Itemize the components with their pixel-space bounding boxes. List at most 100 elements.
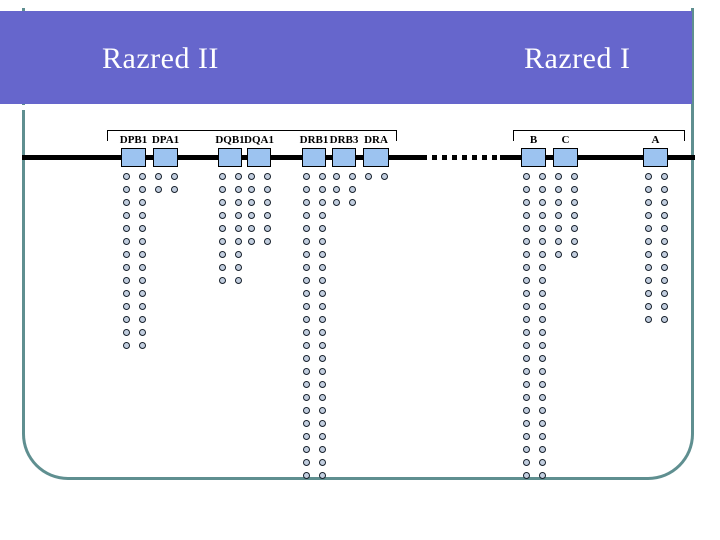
gene-box-a [643, 148, 668, 167]
allele-dot [570, 238, 578, 245]
allele-dot [660, 303, 668, 310]
allele-dot [264, 212, 271, 219]
allele-dot [319, 290, 326, 297]
allele-dot [522, 238, 530, 245]
allele-dot [122, 264, 130, 271]
allele-dot [522, 420, 530, 427]
allele-dot [522, 277, 530, 284]
allele-dot [570, 225, 578, 232]
allele-dot [319, 212, 326, 219]
allele-dot [570, 199, 578, 206]
allele-dot [219, 238, 226, 245]
allele-dot [235, 199, 242, 206]
allele-dot [319, 173, 326, 180]
allele-dot [235, 251, 242, 258]
allele-dot [538, 316, 546, 323]
allele-dot [538, 186, 546, 193]
allele-dot [138, 238, 146, 245]
allele-dot [522, 303, 530, 310]
allele-dot [264, 225, 271, 232]
allele-dot [522, 433, 530, 440]
allele-dot [303, 264, 310, 271]
allele-dot [538, 355, 546, 362]
allele-dot [319, 251, 326, 258]
allele-dot [660, 225, 668, 232]
allele-dot [333, 173, 340, 180]
allele-dot [554, 173, 562, 180]
allele-dot [538, 407, 546, 414]
allele-dot [319, 446, 326, 453]
allele-dot [319, 394, 326, 401]
allele-dot [522, 407, 530, 414]
allele-dot [538, 459, 546, 466]
allele-dot [349, 173, 356, 180]
allele-dot [319, 186, 326, 193]
allele-dot [381, 173, 388, 180]
allele-dot [303, 433, 310, 440]
allele-dot [219, 225, 226, 232]
allele-dot [538, 251, 546, 258]
allele-dot [538, 264, 546, 271]
allele-dot [170, 186, 178, 193]
allele-dot [303, 342, 310, 349]
allele-dot [235, 173, 242, 180]
allele-dot [538, 225, 546, 232]
allele-dot [319, 238, 326, 245]
allele-dot [303, 238, 310, 245]
allele-dot [122, 342, 130, 349]
allele-dot [154, 186, 162, 193]
gene-box-drb3 [332, 148, 356, 167]
allele-dot [235, 212, 242, 219]
allele-dot [319, 303, 326, 310]
allele-dot [538, 446, 546, 453]
allele-dot [303, 472, 310, 479]
allele-dot [319, 407, 326, 414]
allele-dot [122, 277, 130, 284]
allele-dot [303, 394, 310, 401]
allele-dot [303, 446, 310, 453]
allele-dot [170, 173, 178, 180]
allele-dot [122, 186, 130, 193]
allele-dot [319, 316, 326, 323]
allele-dot [538, 238, 546, 245]
allele-dot [538, 173, 546, 180]
allele-dot [522, 342, 530, 349]
allele-dot [138, 316, 146, 323]
allele-dot [644, 186, 652, 193]
allele-dot [219, 199, 226, 206]
allele-dot [303, 199, 310, 206]
allele-dot [235, 277, 242, 284]
allele-dot [138, 342, 146, 349]
allele-dot [522, 251, 530, 258]
gene-box-b [521, 148, 546, 167]
allele-dot [522, 173, 530, 180]
allele-dot [570, 186, 578, 193]
allele-dot [138, 251, 146, 258]
allele-dot [248, 238, 255, 245]
allele-dot [522, 459, 530, 466]
title-underline-rule [0, 105, 640, 110]
allele-dot [235, 225, 242, 232]
allele-dot [660, 186, 668, 193]
allele-dot [522, 368, 530, 375]
allele-dot [122, 316, 130, 323]
allele-dot [644, 251, 652, 258]
allele-dot [644, 173, 652, 180]
allele-dot [644, 316, 652, 323]
allele-dot [264, 173, 271, 180]
gene-label-dra: DRA [364, 134, 388, 146]
gene-label-drb3: DRB3 [329, 134, 359, 146]
allele-dot [319, 264, 326, 271]
allele-dot [644, 290, 652, 297]
page-title-class-ii: Razred II [102, 42, 219, 75]
allele-dot [122, 329, 130, 336]
allele-dot [333, 186, 340, 193]
gene-label-dqb1: DQB1 [215, 134, 245, 146]
allele-dot [349, 186, 356, 193]
allele-dot [538, 342, 546, 349]
allele-dot [538, 277, 546, 284]
gene-box-dqa1 [247, 148, 271, 167]
gene-label-dpb1: DPB1 [119, 134, 148, 146]
allele-dot [660, 238, 668, 245]
allele-dot [138, 290, 146, 297]
